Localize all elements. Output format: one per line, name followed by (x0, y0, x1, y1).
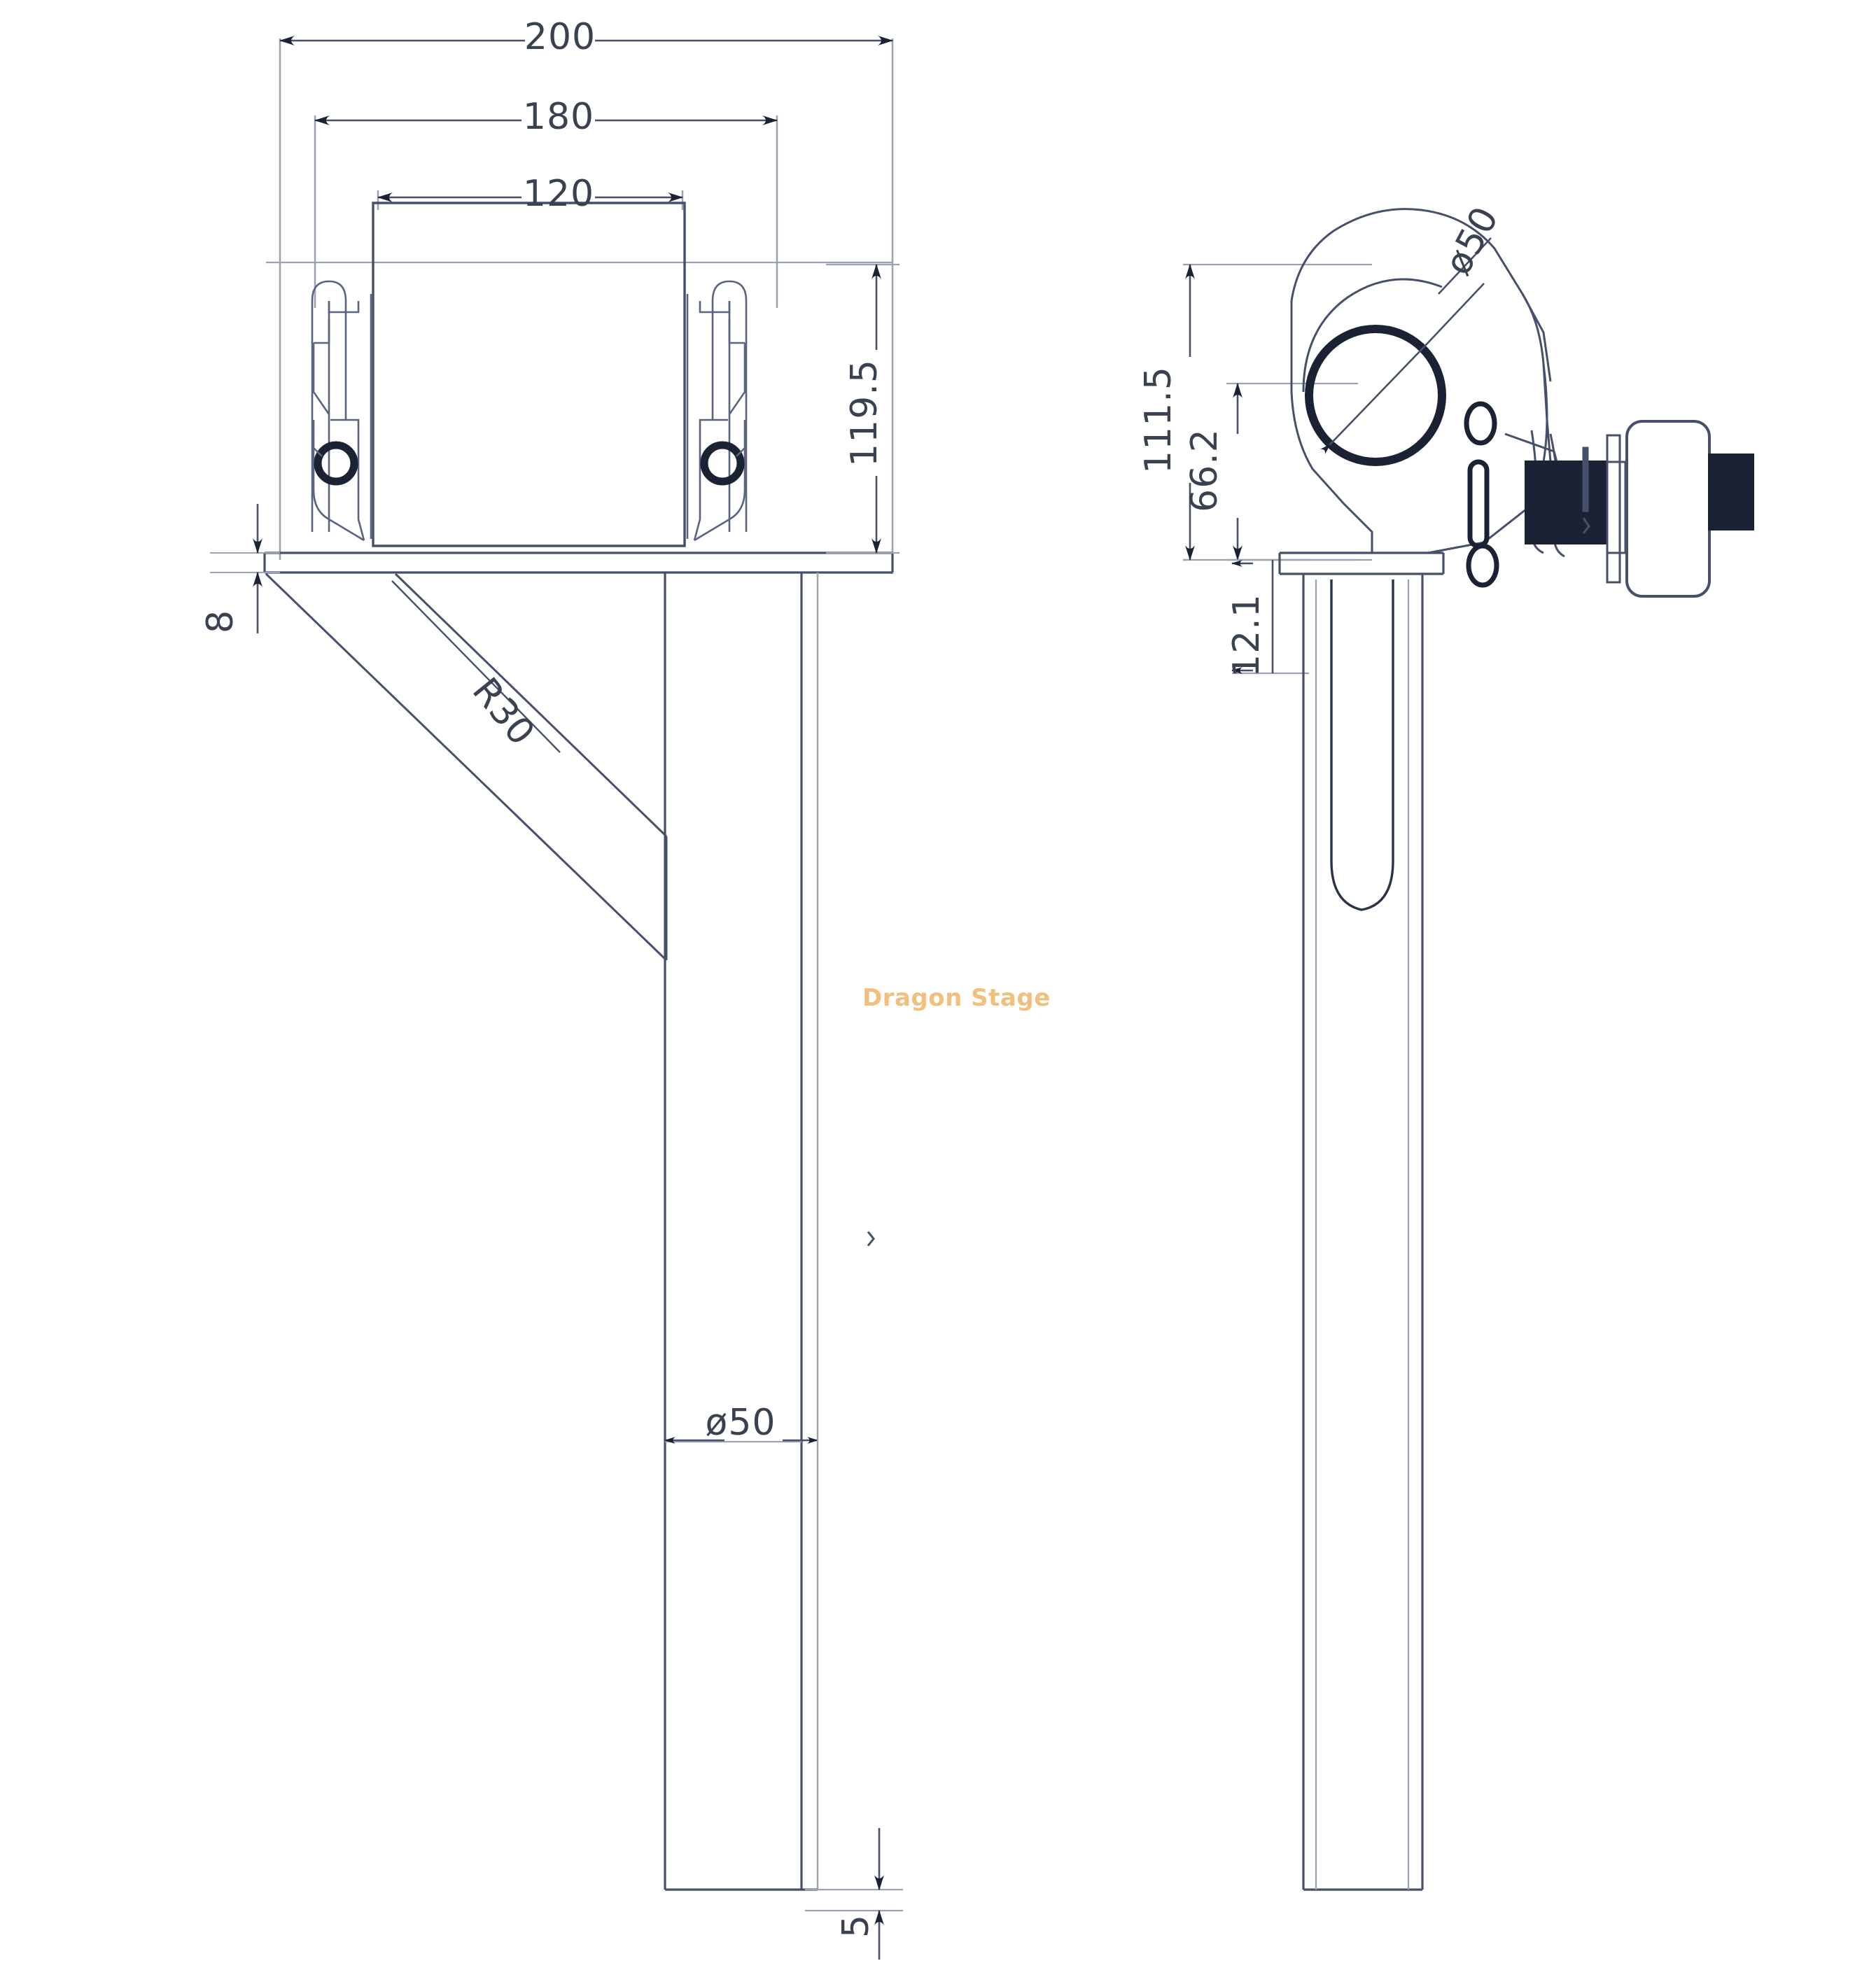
dim-label-12-1: 12.1 (1226, 593, 1268, 677)
diagonal-brace (265, 572, 668, 962)
dim-label-120: 120 (523, 173, 594, 215)
side-base-plate (1278, 551, 1445, 575)
dim-111-5 (1183, 263, 1372, 561)
main-pole-front (664, 572, 875, 1891)
dim-label-200: 200 (524, 16, 596, 58)
dim-5-line (805, 1828, 903, 1960)
clamp-bore (1305, 325, 1446, 466)
dim-8-line (210, 504, 280, 633)
dim-label-5: 5 (835, 1914, 877, 1938)
clamp-right (686, 280, 748, 542)
clamp-body-side (1290, 208, 1552, 554)
clamp-left (311, 280, 372, 542)
dim-119-5-line (826, 263, 899, 554)
pole-inner-line (1315, 579, 1410, 1890)
clamp-fasteners (1464, 401, 1499, 588)
dim-label-8: 8 (200, 610, 241, 633)
front-view-geometry (210, 36, 903, 1960)
dim-d50-line (664, 1421, 818, 1463)
side-view-geometry (1183, 208, 1754, 1891)
dim-r30-leader (391, 580, 561, 753)
dim-label-r30: R30 (464, 670, 543, 754)
dim-label-d50-front: ø50 (706, 1402, 776, 1444)
front-dimension-labels: 200 180 120 119.5 8 R30 ø50 5 (200, 16, 886, 1938)
knob-assembly (1525, 420, 1754, 598)
dim-label-111-5: 111.5 (1138, 366, 1180, 474)
dim-d50-side-leader (1438, 237, 1492, 295)
dim-12-1 (1231, 558, 1309, 675)
dim-label-d50-side: ø50 (1437, 199, 1507, 281)
dim-label-119-5: 119.5 (844, 359, 886, 467)
dim-label-66-2: 66.2 (1184, 428, 1226, 512)
main-pole-side (1302, 574, 1424, 1891)
base-plate (263, 551, 894, 574)
dim-label-180: 180 (523, 96, 594, 138)
pole-slot (1330, 579, 1394, 911)
bore-diameter-leader (1320, 283, 1485, 455)
clamp-bore-outer (1302, 278, 1443, 393)
